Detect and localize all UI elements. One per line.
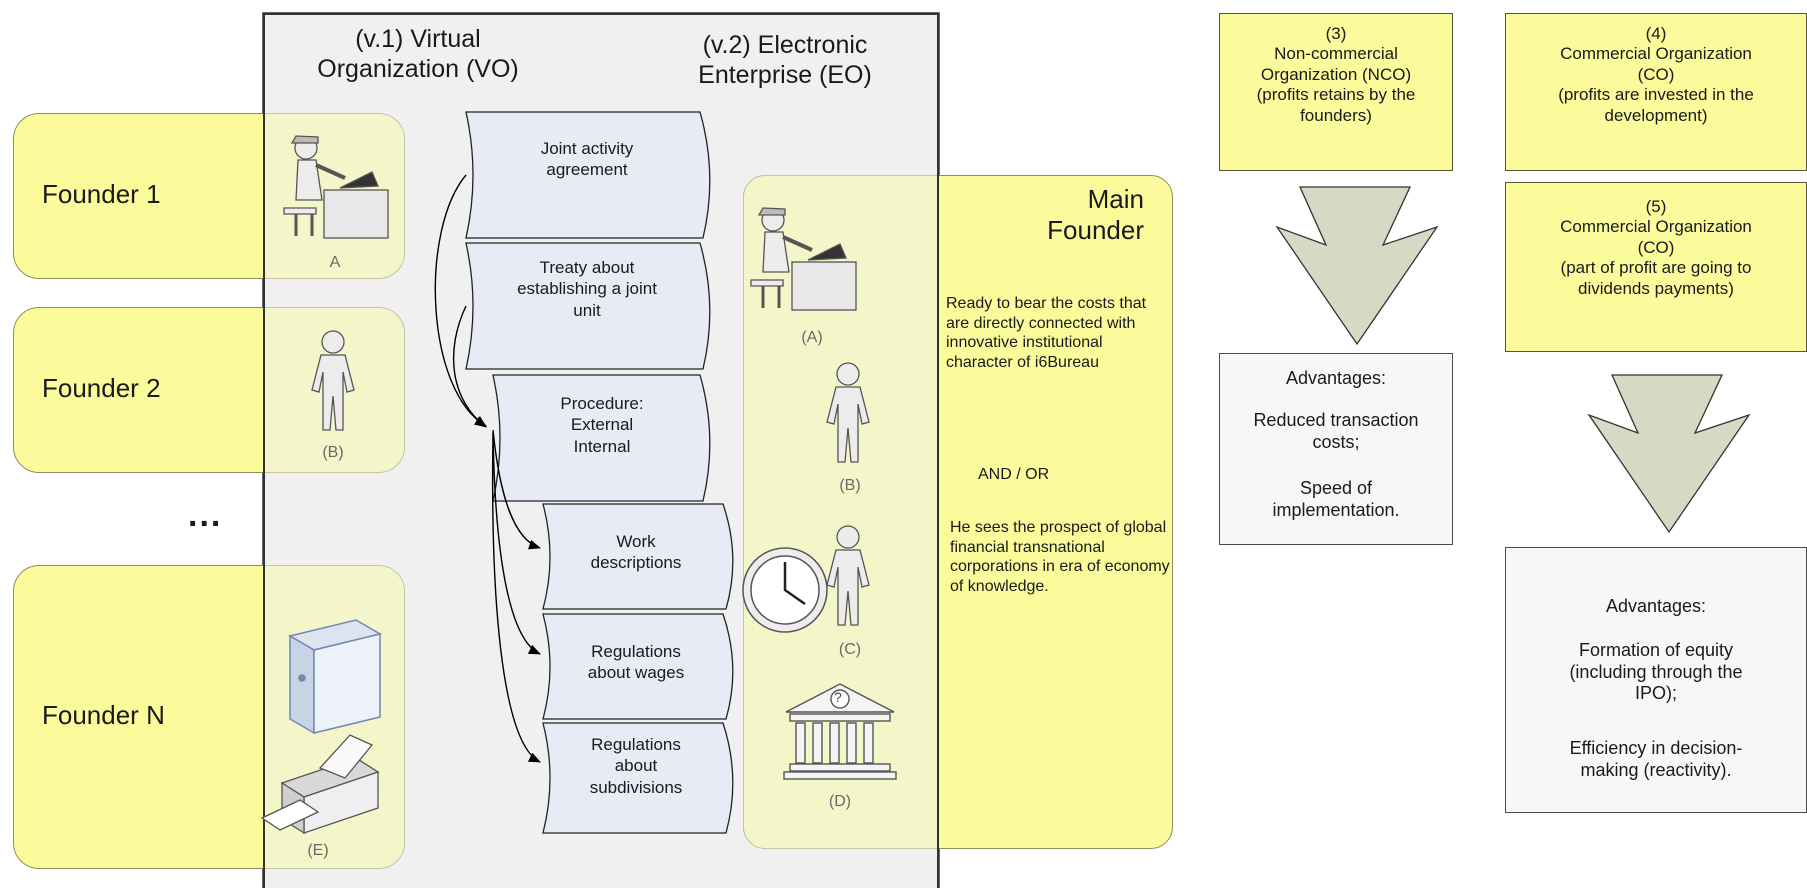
computer-icon — [288, 619, 382, 735]
doc-label-wages: Regulations about wages — [587, 642, 685, 683]
desk-worker-icon-main-a — [750, 207, 857, 311]
advantages-right-title: Advantages: — [1605, 596, 1707, 616]
letter-main-a: (A) — [801, 329, 823, 346]
advantages-right-item-2: Efficiency in decision- making (reactivi… — [1569, 738, 1743, 780]
main-founder-title: Main Founder — [1047, 184, 1144, 246]
person-icon-main-c — [826, 525, 870, 626]
advantages-left-title: Advantages: — [1285, 368, 1387, 388]
letter-main-d: (D) — [828, 793, 852, 810]
panel-border-left — [263, 13, 265, 888]
org-co-invest-box: (4) Commercial Organization (CO) (profit… — [1505, 13, 1807, 171]
wire-work — [492, 429, 541, 550]
doc-wages — [542, 613, 734, 720]
person-icon-b — [311, 330, 355, 431]
doc-procedure — [492, 374, 711, 502]
v1-title: (v.1) Virtual Organization (VO) — [317, 25, 519, 83]
advantages-left-box: Advantages: Reduced transaction costs; S… — [1219, 353, 1453, 545]
doc-work — [542, 503, 734, 610]
down-arrow-left — [1275, 186, 1439, 346]
advantages-right-box: Advantages: Formation of equity (includi… — [1505, 547, 1807, 813]
main-founder-para1: Ready to bear the costs that are directl… — [946, 295, 1147, 371]
org-nco-box: (3) Non-commercial Organization (NCO) (p… — [1219, 13, 1453, 171]
advantages-left-item-1: Reduced transaction costs; — [1253, 410, 1419, 452]
letter-a: A — [329, 254, 341, 271]
advantages-left-item-2: Speed of implementation. — [1272, 478, 1400, 520]
main-founder-para2: He sees the prospect of global financial… — [950, 519, 1170, 595]
letter-main-b: (B) — [839, 477, 861, 494]
org-co-dividends-label: (5) Commercial Organization (CO) (part o… — [1560, 197, 1752, 298]
wire-subdiv — [491, 433, 541, 763]
down-arrow-right — [1587, 374, 1751, 534]
person-icon-main-b — [826, 362, 870, 463]
doc-joint-activity — [465, 111, 711, 239]
org-co-dividends-box: (5) Commercial Organization (CO) (part o… — [1505, 182, 1807, 352]
wire-wages — [492, 431, 541, 655]
letter-e: (E) — [307, 842, 329, 859]
letter-main-c: (C) — [838, 641, 862, 658]
org-co-invest-label: (4) Commercial Organization (CO) (profit… — [1558, 24, 1754, 125]
doc-label-treaty: Treaty about establishing a joint unit — [517, 258, 657, 320]
panel-border-top — [263, 13, 939, 15]
bank-question-mark: ? — [834, 689, 842, 705]
v2-title: (v.2) Electronic Enterprise (EO) — [698, 31, 872, 89]
founder-n-label: Founder N — [42, 700, 165, 730]
letter-b: (B) — [322, 444, 344, 461]
doc-label-work: Work descriptions — [590, 532, 682, 573]
ellipsis: ... — [188, 496, 223, 534]
wire-joint — [434, 174, 487, 427]
doc-label-procedure: Procedure: External Internal — [560, 394, 644, 456]
founder-2-label: Founder 2 — [42, 373, 161, 403]
wire-treaty — [452, 305, 487, 428]
org-nco-label: (3) Non-commercial Organization (NCO) (p… — [1256, 24, 1416, 125]
panel-border-right — [937, 13, 939, 888]
printer-icon — [260, 734, 380, 835]
clock-icon — [742, 547, 828, 633]
doc-label-joint: Joint activity agreement — [540, 139, 634, 180]
desk-worker-icon-a — [283, 135, 389, 239]
advantages-right-item-1: Formation of equity (including through t… — [1569, 640, 1743, 704]
main-founder-andor: AND / OR — [978, 466, 1050, 483]
bank-icon — [783, 683, 897, 780]
doc-subdivisions — [542, 722, 734, 834]
doc-label-subdivisions: Regulations about subdivisions — [589, 735, 683, 797]
doc-treaty — [465, 242, 711, 370]
founder-1-label: Founder 1 — [42, 179, 161, 209]
